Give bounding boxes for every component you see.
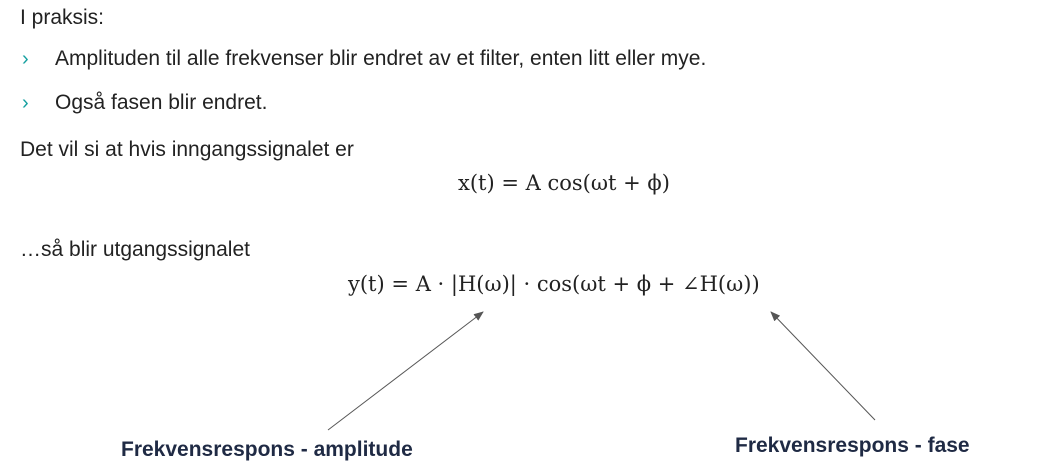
equation-output-equals: = — [391, 272, 409, 296]
equation-input: x(t) = A cos(ωt + ϕ) — [458, 170, 670, 196]
equation-output: y(t) = A · |H(ω)| · cos(ωt + ϕ + ∠H(ω)) — [348, 271, 760, 297]
bullet-marker: › — [22, 48, 29, 70]
label-frequency-response-amplitude: Frekvensrespons - amplitude — [121, 438, 413, 461]
equation-output-rhs: A · |H(ω)| · cos(ωt + ϕ + ∠H(ω)) — [415, 272, 760, 296]
heading: I praksis: — [20, 6, 105, 29]
bullet-text-amplitude: Amplituden til alle frekvenser blir endr… — [55, 47, 707, 70]
equation-input-equals: = — [501, 171, 519, 195]
output-signal-intro: …så blir utgangssignalet — [20, 238, 250, 261]
equation-input-rhs: A cos(ωt + ϕ) — [525, 171, 670, 195]
bullet-marker: › — [22, 92, 29, 114]
input-signal-intro: Det vil si at hvis inngangssignalet er — [20, 138, 354, 161]
arrow-amplitude — [327, 311, 484, 431]
label-frequency-response-phase: Frekvensrespons - fase — [735, 434, 970, 457]
arrow-phase — [770, 311, 876, 421]
bullet-text-phase: Også fasen blir endret. — [55, 91, 268, 114]
equation-output-lhs: y(t) — [348, 272, 385, 296]
equation-input-lhs: x(t) — [458, 171, 495, 195]
